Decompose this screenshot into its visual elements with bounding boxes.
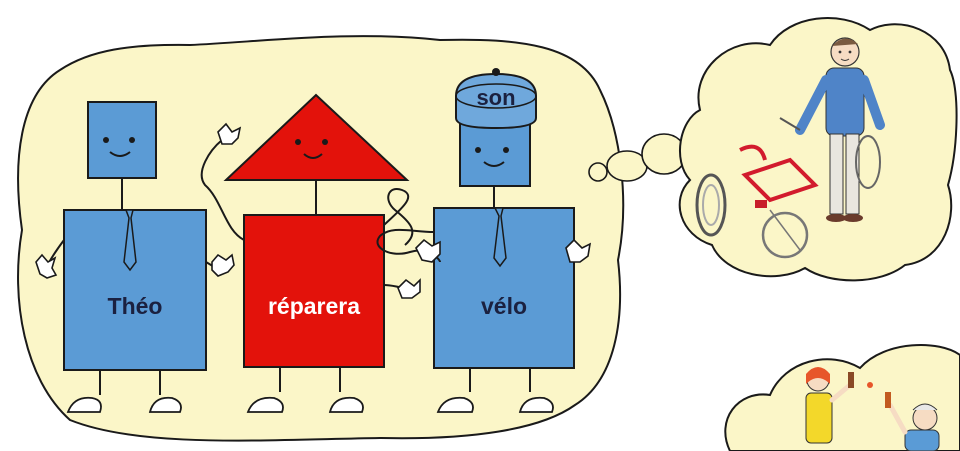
velo-left-hand bbox=[415, 238, 441, 263]
thought-dot-medium bbox=[606, 150, 648, 182]
thought-cloud-children bbox=[724, 344, 960, 451]
thought-cloud-bike bbox=[678, 17, 958, 282]
theo-head bbox=[87, 101, 157, 179]
theo-right-hand bbox=[211, 253, 235, 277]
determiner-hat: son bbox=[455, 68, 537, 130]
bicycle-parts-illustration bbox=[695, 135, 881, 259]
children-with-tools-illustration bbox=[805, 367, 940, 451]
reparera-right-hand bbox=[397, 278, 421, 299]
word-theo: Théo bbox=[108, 293, 163, 319]
character-reparera: réparera bbox=[200, 93, 421, 413]
reparera-body bbox=[243, 214, 385, 368]
character-theo: Théo bbox=[35, 101, 235, 413]
velo-body bbox=[433, 207, 575, 369]
theo-body bbox=[63, 209, 207, 371]
word-reparera: réparera bbox=[268, 293, 360, 319]
character-velo: son vélo bbox=[376, 68, 592, 413]
velo-right-hand bbox=[565, 238, 592, 263]
word-son: son bbox=[476, 85, 515, 110]
thought-dot-small bbox=[588, 162, 608, 182]
theo-left-hand bbox=[35, 253, 58, 279]
word-velo: vélo bbox=[481, 293, 527, 319]
reparera-left-hand bbox=[217, 122, 242, 145]
